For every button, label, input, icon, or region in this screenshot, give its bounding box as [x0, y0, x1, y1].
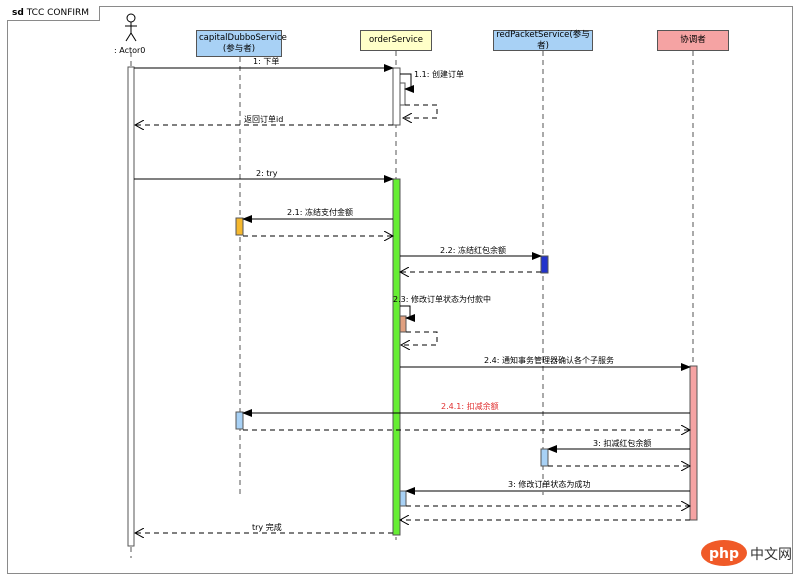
activation-redpacket-confirm — [540, 448, 549, 467]
activation-capital-confirm — [235, 411, 244, 430]
message-label-try-done: try 完成 — [252, 522, 282, 532]
message-label-1-1: 1.1: 创建订单 — [414, 69, 464, 79]
message-label-3-order: 3: 修改订单状态为成功 — [508, 479, 590, 489]
activation-order-1-1 — [399, 82, 406, 106]
message-label-1: 1: 下单 — [253, 56, 279, 66]
activation-order-main — [392, 178, 401, 536]
frame-tab: sd TCC CONFIRM — [7, 6, 101, 21]
watermark-cn-text: 中文网 — [750, 547, 792, 563]
message-return-2-3 — [401, 331, 438, 345]
diagram-frame — [7, 6, 793, 574]
participant-coordinator[interactable]: 协调者 — [657, 30, 729, 51]
activation-actor — [127, 66, 135, 547]
message-label-2-3: 2.3: 修改订单状态为付款中 — [393, 294, 491, 304]
participant-order-label: orderService — [368, 35, 424, 45]
message-arrow-1-1 — [400, 73, 414, 93]
message-label-2-2: 2.2: 冻结红包余额 — [440, 245, 506, 255]
message-arrow-2-3 — [400, 305, 415, 322]
frame-title: TCC CONFIRM — [26, 8, 90, 18]
actor-icon — [125, 13, 137, 42]
participant-redpacket-service[interactable]: redPacketService(参与者) — [493, 30, 593, 51]
message-label-2: 2: try — [256, 169, 278, 178]
message-label-2-1: 2.1: 冻结支付金额 — [287, 207, 353, 217]
message-label-3-redpacket: 3: 扣减红包余额 — [593, 438, 651, 448]
activation-coordinator — [689, 365, 698, 521]
message-return-1-1 — [403, 104, 438, 118]
activation-capital-try — [235, 217, 244, 236]
participant-coordinator-label: 协调者 — [680, 35, 706, 45]
activation-order-update — [399, 315, 407, 333]
message-label-2-4: 2.4: 通知事务管理器确认各个子服务 — [484, 355, 614, 365]
participant-capital-line1: capitalDubboService — [199, 32, 287, 43]
message-label-2-4-1: 2.4.1: 扣减余额 — [441, 401, 499, 411]
activation-redpacket-try — [540, 255, 549, 274]
activation-order-1 — [392, 67, 401, 126]
participant-capital-line2: (参与者) — [222, 43, 256, 54]
frame-kind: sd — [12, 8, 24, 18]
actor-label: : Actor0 — [114, 46, 146, 55]
participant-capital-dubbo-service[interactable]: capitalDubboService (参与者) — [196, 30, 287, 57]
participant-order-service[interactable]: orderService — [360, 30, 432, 51]
php-cn-watermark-logo: php 中文网 — [701, 540, 792, 566]
activation-order-confirm — [399, 490, 407, 507]
message-label-return-order-id: 返回订单id — [244, 114, 283, 124]
watermark-php-text: php — [709, 546, 739, 562]
participant-redpacket-label: redPacketService(参与者) — [496, 29, 590, 51]
